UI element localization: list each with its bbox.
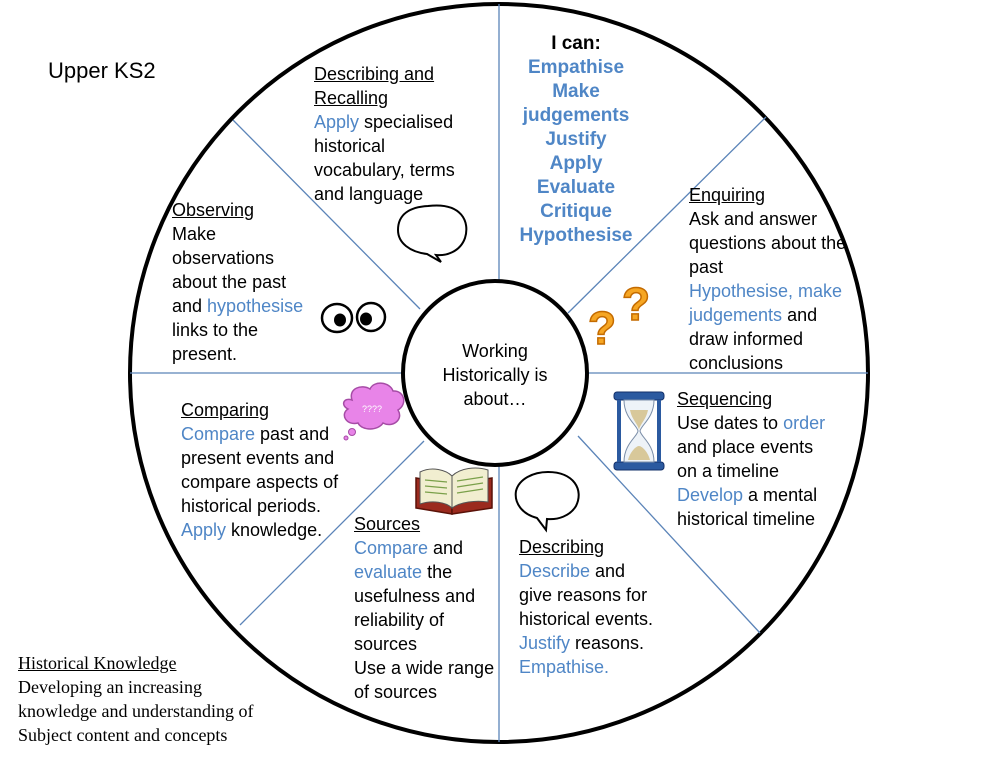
segment-text: and bbox=[428, 538, 464, 558]
segment-dividers bbox=[130, 4, 868, 742]
segment-title: Comparing bbox=[181, 400, 270, 420]
key-verb: Empathise. bbox=[519, 657, 610, 677]
key-verb: Apply bbox=[181, 520, 227, 540]
segment-title: Sequencing bbox=[677, 389, 773, 409]
segment-text: Use a wide range bbox=[354, 658, 495, 678]
segment-text: and bbox=[172, 296, 208, 316]
note-title: Historical Knowledge bbox=[18, 653, 177, 673]
i-can-verb: Hypothesise bbox=[519, 225, 633, 246]
segment-text: historical events. bbox=[519, 609, 654, 629]
speech-bubble-icon bbox=[396, 204, 468, 263]
segment-title: Describing and bbox=[314, 64, 435, 84]
i-can-verb: Make bbox=[552, 81, 600, 102]
key-verb: order bbox=[783, 413, 826, 433]
segment-comparing: Comparing Compare past and present event… bbox=[181, 398, 338, 542]
segment-text: questions about the bbox=[689, 233, 847, 253]
segment-text: a mental bbox=[743, 485, 818, 505]
thought-cloud-text: ???? bbox=[362, 404, 382, 414]
segment-text: vocabulary, terms bbox=[314, 160, 455, 180]
key-verb: evaluate bbox=[354, 562, 423, 582]
thought-cloud-icon: ???? bbox=[342, 382, 405, 441]
center-line: Working bbox=[462, 341, 528, 361]
svg-text:?: ? bbox=[622, 278, 650, 330]
center-circle bbox=[401, 279, 589, 467]
note-text: Subject content and concepts bbox=[18, 725, 228, 745]
segment-text: conclusions bbox=[689, 353, 784, 373]
segment-text: historical periods. bbox=[181, 496, 322, 516]
i-can-verb: Empathise bbox=[527, 57, 625, 78]
segment-text: and bbox=[782, 305, 818, 325]
segment-text: give reasons for bbox=[519, 585, 648, 605]
segment-text: and place events bbox=[677, 437, 814, 457]
segment-text: sources bbox=[354, 634, 418, 654]
key-verb: Develop bbox=[677, 485, 744, 505]
segment-text: of sources bbox=[354, 682, 438, 702]
segment-enquiring: Enquiring Ask and answer questions about… bbox=[689, 183, 846, 375]
book-icon bbox=[415, 467, 493, 515]
segment-observing: Observing Make observations about the pa… bbox=[172, 198, 303, 366]
note-text: Developing an increasing bbox=[18, 677, 202, 697]
key-verb: Describe bbox=[519, 561, 591, 581]
segment-text: Use dates to bbox=[677, 413, 784, 433]
hourglass-icon bbox=[613, 391, 665, 471]
segment-text: reasons. bbox=[570, 633, 645, 653]
segment-text: past and bbox=[255, 424, 330, 444]
note-text: knowledge and understanding of bbox=[18, 701, 254, 721]
center-line: about… bbox=[463, 389, 527, 409]
segment-text: historical timeline bbox=[677, 509, 816, 529]
segment-text: compare aspects of bbox=[181, 472, 339, 492]
segment-title: Recalling bbox=[314, 88, 389, 108]
center-label: Working Historically is about… bbox=[405, 300, 585, 450]
segment-describing: Describing Describe and give reasons for… bbox=[519, 535, 653, 679]
segment-text: Make bbox=[172, 224, 217, 244]
segment-text: present events and bbox=[181, 448, 335, 468]
i-can-list: I can: Empathise Make judgements Justify… bbox=[508, 32, 644, 248]
segment-text: reliability of bbox=[354, 610, 445, 630]
segment-title: Observing bbox=[172, 200, 255, 220]
key-verb: Compare bbox=[354, 538, 429, 558]
segment-text: past bbox=[689, 257, 724, 277]
i-can-verb: Apply bbox=[549, 153, 603, 174]
i-can-verb: Evaluate bbox=[536, 177, 616, 198]
segment-title: Describing bbox=[519, 537, 605, 557]
segment-text: about the past bbox=[172, 272, 287, 292]
segment-text: usefulness and bbox=[354, 586, 476, 606]
segment-text: and bbox=[590, 561, 626, 581]
segment-text: and language bbox=[314, 184, 424, 204]
segment-text: Ask and answer bbox=[689, 209, 818, 229]
key-verb: Apply bbox=[314, 112, 360, 132]
speech-bubble-icon bbox=[514, 470, 580, 533]
key-verb: Hypothesise, make bbox=[689, 281, 843, 301]
i-can-heading: I can: bbox=[551, 33, 601, 54]
segment-text: draw informed bbox=[689, 329, 804, 349]
question-marks-icon: ? ? bbox=[587, 277, 651, 355]
segment-title: Enquiring bbox=[689, 185, 766, 205]
segment-text: historical bbox=[314, 136, 386, 156]
key-verb: Justify bbox=[519, 633, 571, 653]
i-can-verb: judgements bbox=[522, 105, 630, 126]
key-verb: hypothesise bbox=[207, 296, 304, 316]
key-verb: judgements bbox=[689, 305, 783, 325]
center-line: Historically is bbox=[442, 365, 548, 385]
segment-text: the bbox=[422, 562, 453, 582]
segment-text: links to the bbox=[172, 320, 259, 340]
segment-text: observations bbox=[172, 248, 275, 268]
key-verb: Compare bbox=[181, 424, 256, 444]
eyes-icon bbox=[320, 301, 387, 334]
segment-text: specialised bbox=[359, 112, 454, 132]
segment-sources: Sources Compare and evaluate the usefuln… bbox=[354, 512, 494, 704]
segment-sequencing: Sequencing Use dates to order and place … bbox=[677, 387, 825, 531]
segment-title: Sources bbox=[354, 514, 421, 534]
page-title: Upper KS2 bbox=[48, 58, 156, 83]
segment-text: on a timeline bbox=[677, 461, 780, 481]
segment-describing-recalling: Describing and Recalling Apply specialis… bbox=[314, 62, 455, 206]
svg-text:?: ? bbox=[588, 302, 616, 354]
segment-text: knowledge. bbox=[226, 520, 323, 540]
i-can-verb: Justify bbox=[545, 129, 607, 150]
i-can-verb: Critique bbox=[540, 201, 612, 222]
segment-text: present. bbox=[172, 344, 238, 364]
historical-knowledge-note: Historical Knowledge Developing an incre… bbox=[18, 651, 253, 747]
